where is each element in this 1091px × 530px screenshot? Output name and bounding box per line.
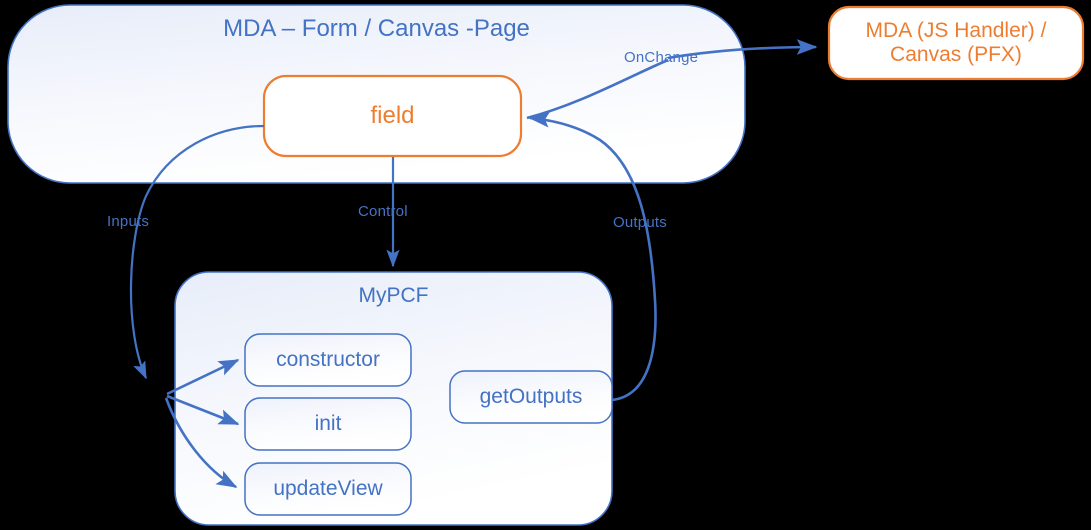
node-mda-js-handler-shape bbox=[827, 5, 1085, 81]
edge-label-onchange: OnChange bbox=[624, 49, 699, 66]
edge-outputs-path bbox=[528, 111, 657, 402]
node-field-shape bbox=[262, 74, 523, 158]
node-constructor-shape bbox=[244, 333, 412, 387]
edge-hub-to-init-path bbox=[166, 394, 240, 426]
edge-onchange-arrow-path bbox=[667, 39, 818, 60]
edge-label-control: Control bbox=[358, 203, 408, 220]
edge-label-inputs: Inputs bbox=[107, 213, 150, 230]
edge-hub-to-constructor-path bbox=[166, 358, 240, 396]
edge-hub-to-updateview-path bbox=[164, 397, 238, 489]
edge-label-outputs: Outputs bbox=[613, 214, 667, 231]
node-init-shape bbox=[244, 397, 412, 451]
node-updateview-shape bbox=[244, 462, 412, 516]
node-getoutputs-shape bbox=[449, 370, 613, 424]
edge-inputs-path bbox=[129, 124, 265, 380]
